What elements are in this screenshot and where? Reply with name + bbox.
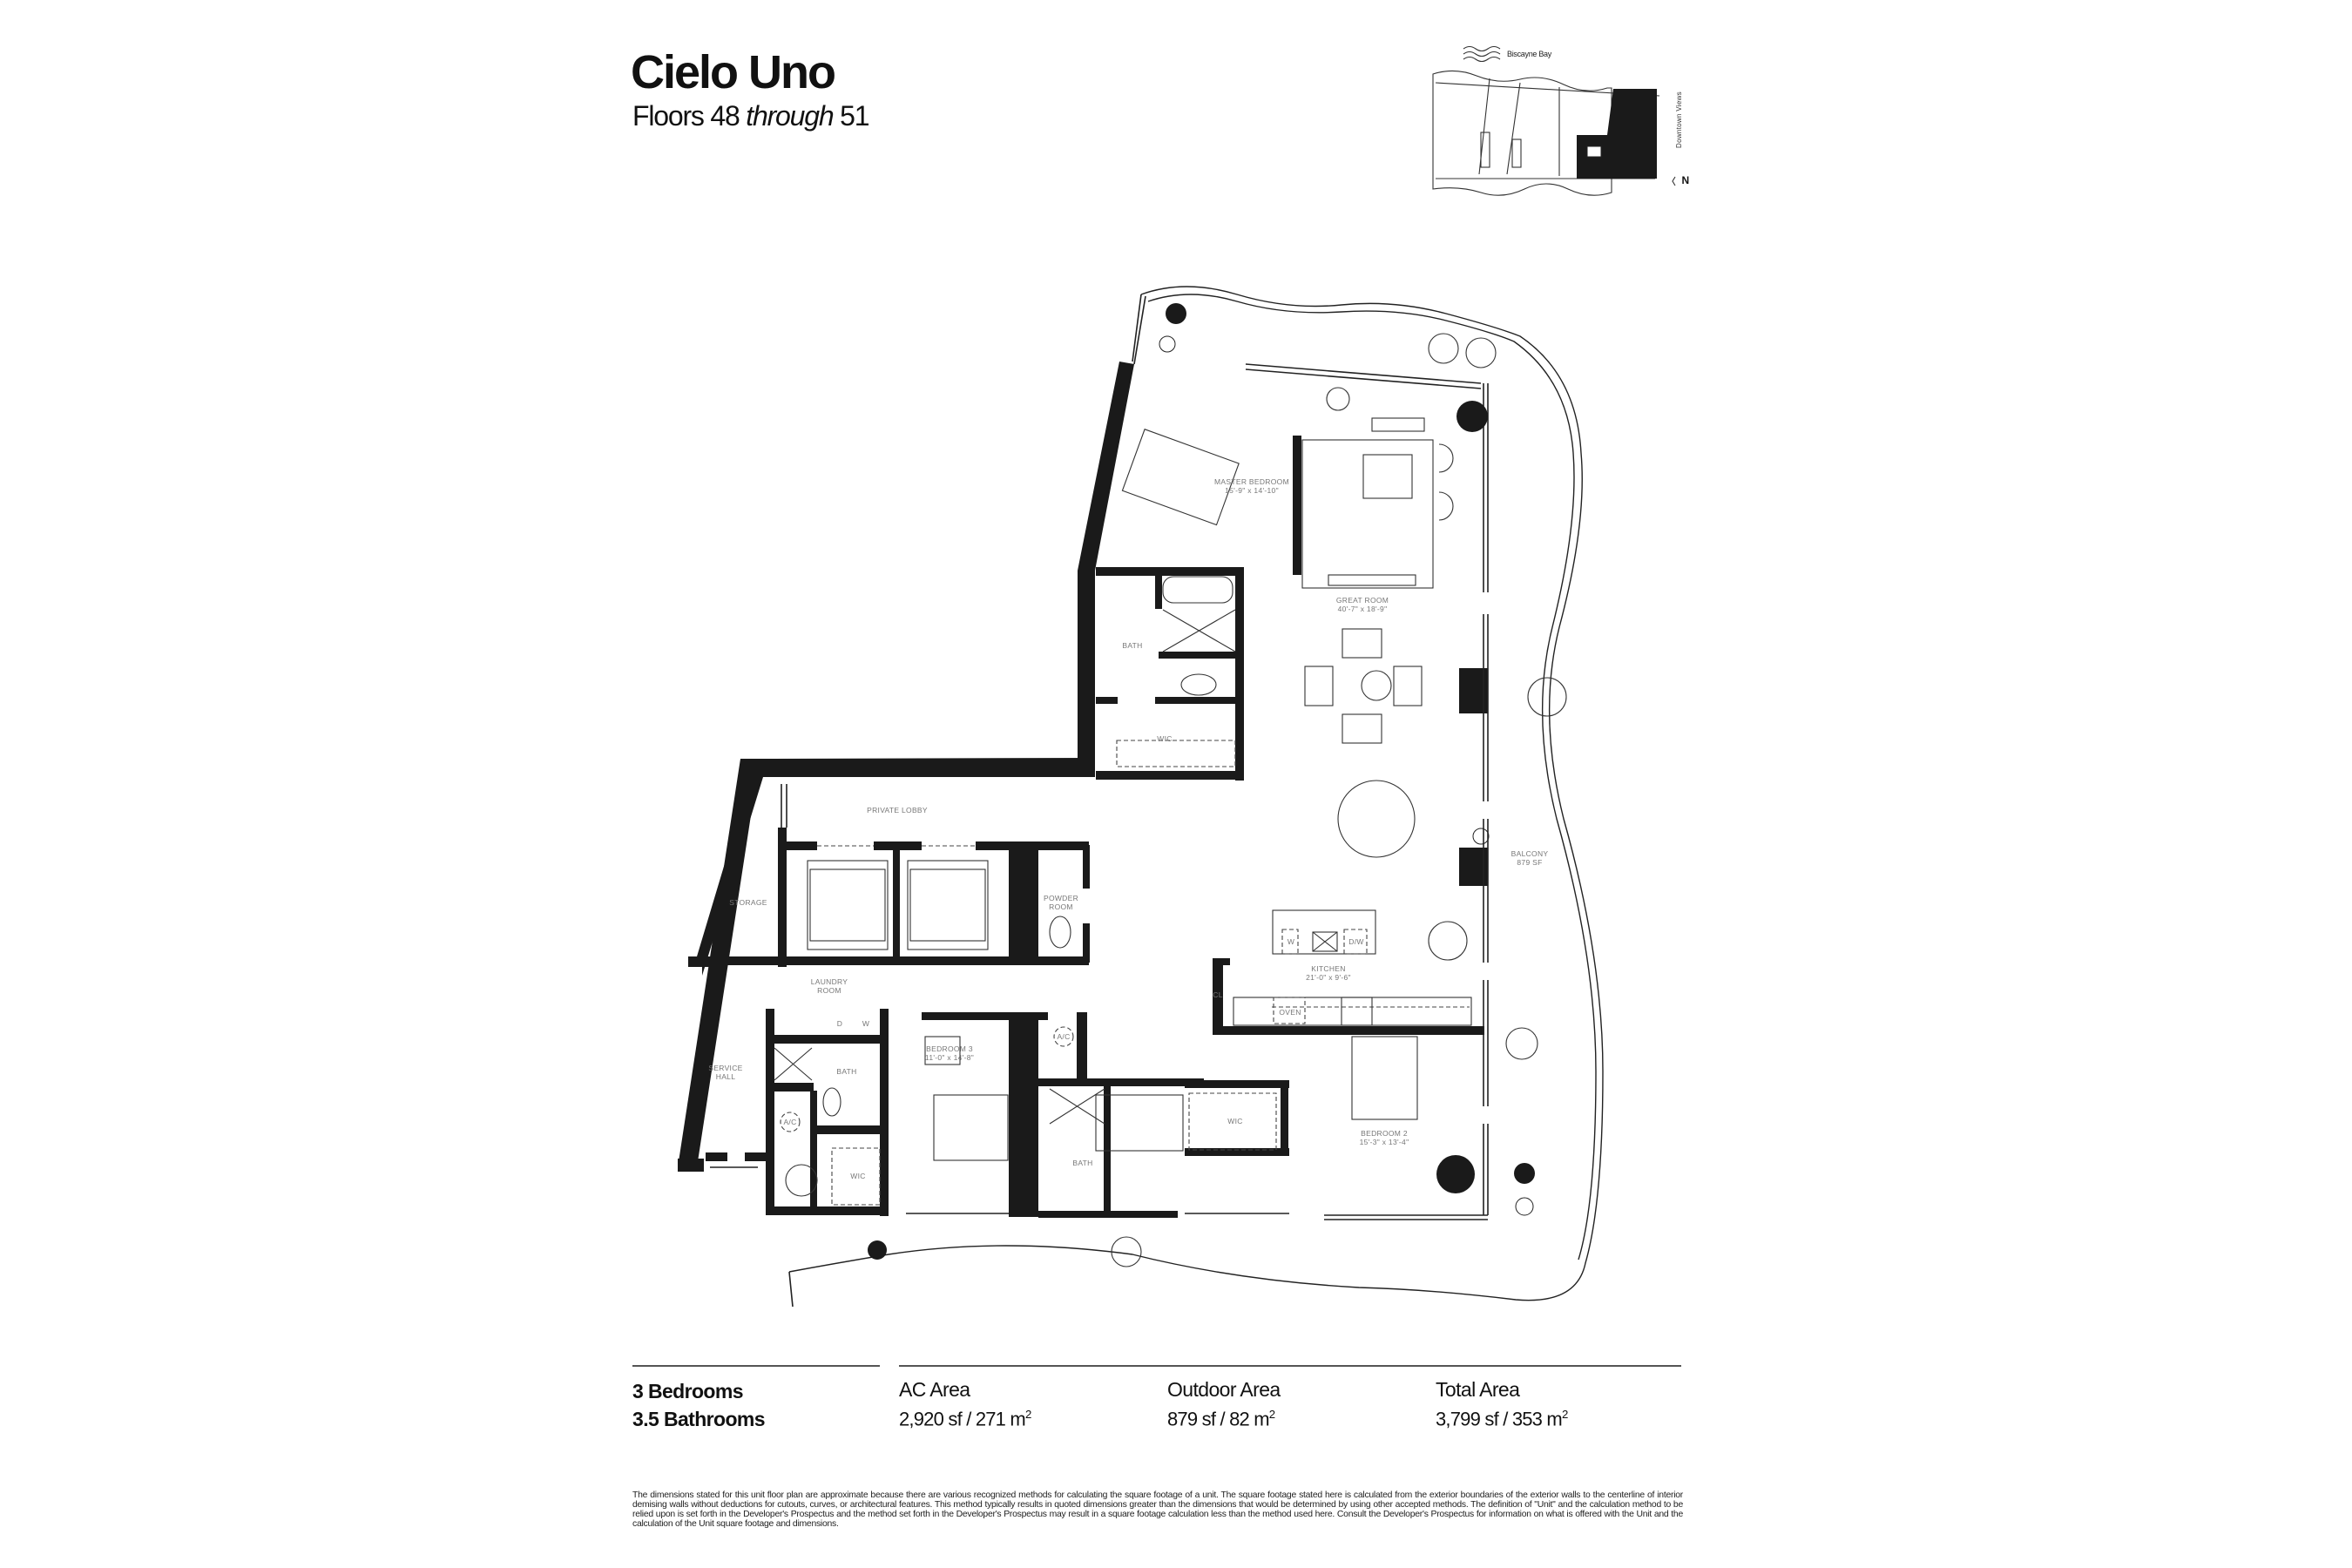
label-ac-2: A/C: [1057, 1032, 1070, 1041]
floor-plan: MASTER BEDROOM 15'-9" x 14'-10" GREAT RO…: [678, 286, 1604, 1308]
bedrooms-count: 3 Bedrooms: [632, 1380, 744, 1402]
label-storage: STORAGE: [729, 898, 767, 907]
label-master-wic: WIC: [1157, 734, 1172, 743]
room-great-room-dims: 40'-7" x 18'-9": [1338, 605, 1388, 613]
outdoor-area-value: 879 sf / 82 m2: [1167, 1408, 1275, 1430]
label-laundry-2: ROOM: [817, 986, 841, 995]
north-arrow-icon: [1672, 176, 1676, 186]
key-plan: Biscayne Bay Downtown Views N: [1432, 45, 1690, 196]
downtown-views-label: Downtown Views: [1675, 91, 1683, 148]
label-dishwasher: D/W: [1348, 937, 1363, 946]
ac-area-value: 2,920 sf / 271 m2: [899, 1408, 1031, 1430]
subtitle-suffix: 51: [840, 100, 869, 132]
label-wine: W: [1288, 937, 1294, 946]
room-kitchen: KITCHEN: [1311, 964, 1345, 973]
room-balcony-area: 879 SF: [1517, 858, 1542, 867]
room-bedroom-2-dims: 15'-3" x 13'-4": [1360, 1138, 1409, 1146]
label-dryer: D: [837, 1019, 842, 1028]
water-label: Biscayne Bay: [1507, 50, 1552, 58]
label-oven: OVEN: [1279, 1008, 1301, 1017]
label-bath-2: BATH: [1072, 1159, 1092, 1167]
label-laundry-1: LAUNDRY: [811, 977, 848, 986]
room-kitchen-dims: 21'-0" x 9'-6": [1306, 973, 1351, 982]
window-lines: [710, 295, 1489, 1220]
label-ac-1: A/C: [783, 1118, 796, 1126]
elevators: [807, 845, 989, 950]
room-bedroom-2: BEDROOM 2: [1361, 1129, 1408, 1138]
label-powder-2: ROOM: [1049, 902, 1073, 911]
label-wic-2: WIC: [1227, 1117, 1242, 1125]
balcony-outline: [788, 286, 1604, 1301]
label-bath-3: BATH: [836, 1067, 856, 1076]
label-closet: CL: [1213, 990, 1222, 999]
room-master-bedroom: MASTER BEDROOM: [1214, 477, 1289, 486]
outdoor-area-text: 879 sf / 82 m: [1167, 1408, 1270, 1430]
room-bedroom-3-dims: 11'-0" x 14'-8": [925, 1053, 974, 1062]
label-washer: W: [862, 1019, 869, 1028]
ac-area-sup: 2: [1024, 1408, 1031, 1421]
label-master-bath: BATH: [1122, 641, 1142, 650]
floors-subtitle: Floors 48 through 51: [632, 100, 870, 132]
subtitle-italic: through: [746, 100, 834, 132]
room-balcony: BALCONY: [1511, 849, 1549, 858]
exterior-walls: [678, 362, 1488, 1218]
label-powder-1: POWDER: [1044, 894, 1078, 902]
total-area-text: 3,799 sf / 353 m: [1436, 1408, 1563, 1430]
room-bedroom-3: BEDROOM 3: [926, 1044, 973, 1053]
bathrooms-count: 3.5 Bathrooms: [632, 1408, 766, 1430]
subtitle-prefix: Floors 48: [632, 100, 740, 132]
label-service-2: HALL: [716, 1072, 735, 1081]
label-wic-3: WIC: [850, 1172, 865, 1180]
total-area-value: 3,799 sf / 353 m2: [1436, 1408, 1568, 1430]
ac-area-text: 2,920 sf / 271 m: [899, 1408, 1026, 1430]
total-area-label: Total Area: [1436, 1378, 1520, 1401]
furniture: [774, 303, 1567, 1267]
plant-icon: [868, 303, 1535, 1260]
page-title: Cielo Uno: [631, 46, 836, 98]
room-master-bedroom-dims: 15'-9" x 14'-10": [1225, 486, 1279, 495]
outdoor-area-sup: 2: [1268, 1408, 1275, 1421]
ac-area-label: AC Area: [899, 1378, 970, 1401]
outdoor-area-label: Outdoor Area: [1167, 1378, 1281, 1401]
north-label: N: [1682, 174, 1690, 186]
total-area-sup: 2: [1561, 1408, 1568, 1421]
room-great-room: GREAT ROOM: [1336, 596, 1389, 605]
label-service-1: SERVICE: [708, 1064, 742, 1072]
disclaimer: The dimensions stated for this unit floo…: [632, 1490, 1683, 1529]
divider-right: [899, 1365, 1681, 1367]
label-private-lobby: PRIVATE LOBBY: [867, 806, 928, 814]
divider-left: [632, 1365, 880, 1367]
waves-icon: [1463, 45, 1501, 63]
